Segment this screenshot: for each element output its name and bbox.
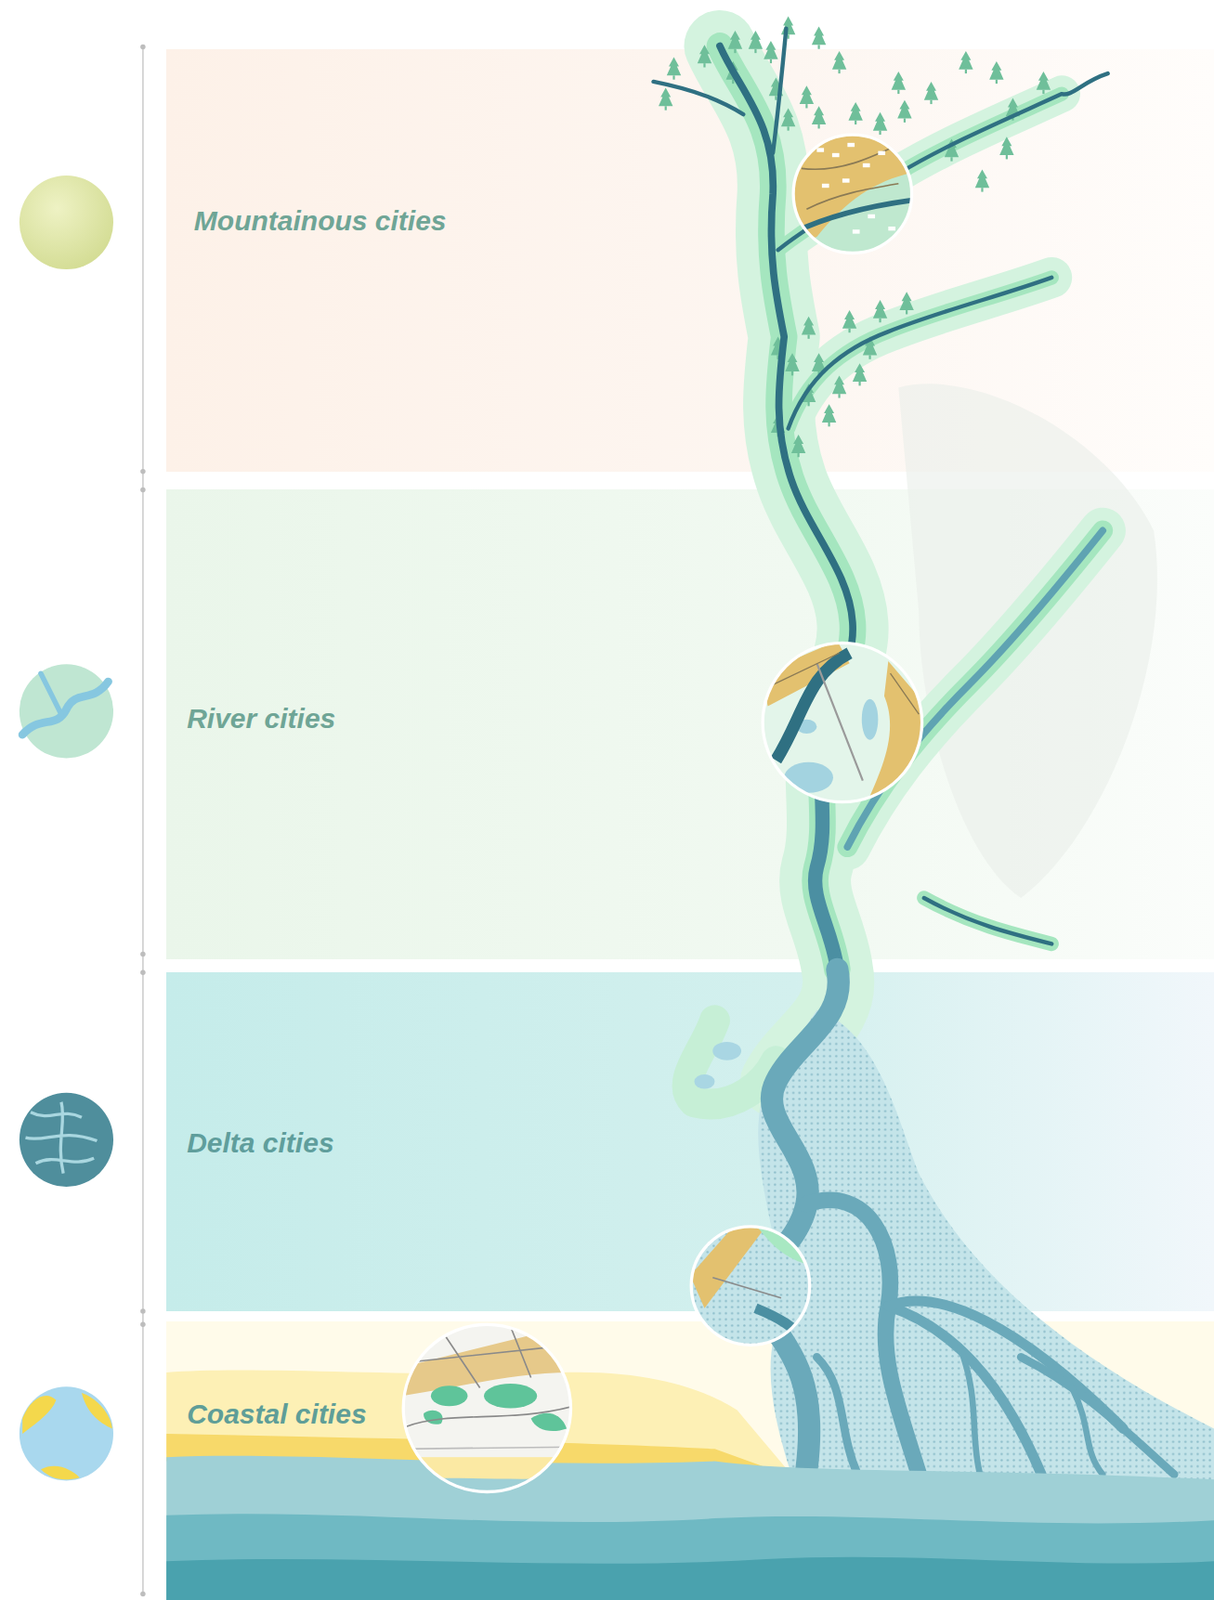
mountain-icon bbox=[19, 175, 114, 270]
zone-icons bbox=[19, 175, 114, 1481]
delta-icon bbox=[19, 1093, 114, 1188]
timeline bbox=[140, 44, 145, 1597]
river-icon bbox=[19, 664, 114, 758]
coast-icon bbox=[19, 1386, 114, 1481]
zone-label: Delta cities bbox=[186, 1126, 334, 1161]
zone-label: River cities bbox=[186, 702, 336, 736]
zone-band: Mountainous cities bbox=[166, 49, 1214, 472]
zone-band: Coastal cities bbox=[166, 1321, 1214, 1600]
zone-label: Mountainous cities bbox=[194, 204, 447, 238]
zone-label: Coastal cities bbox=[186, 1397, 366, 1432]
zone-band: River cities bbox=[166, 489, 1214, 959]
zone-band: Delta cities bbox=[166, 972, 1214, 1312]
